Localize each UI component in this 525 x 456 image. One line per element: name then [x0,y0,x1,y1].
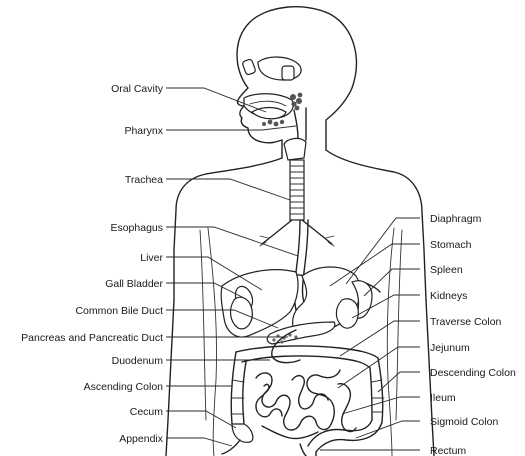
label-pancreas: Pancreas and Pancreatic Duct [21,332,163,344]
label-duodenum: Duodenum [112,355,164,367]
label-jejunum: Jejunum [430,342,470,354]
label-sigmoid-colon: Sigmoid Colon [430,416,498,428]
small-intestine [256,370,356,439]
label-cecum: Cecum [130,406,164,418]
head-internals [242,57,306,160]
label-oral-cavity: Oral Cavity [111,83,164,95]
label-esophagus: Esophagus [110,222,163,234]
labels-right: Diaphragm Stomach Spleen Kidneys Travers… [430,213,516,456]
large-intestine [222,346,384,456]
label-spleen: Spleen [430,264,463,276]
label-trachea: Trachea [125,174,163,186]
kidney-right [336,299,358,328]
label-appendix: Appendix [119,433,164,445]
label-liver: Liver [140,252,163,264]
label-rectum: Rectum [430,445,466,456]
label-pharynx: Pharynx [124,125,163,137]
trachea [260,160,334,246]
label-ascending-colon: Ascending Colon [84,381,164,393]
label-traverse-colon: Traverse Colon [430,316,502,328]
label-common-bile-duct: Common Bile Duct [75,305,163,317]
label-diaphragm: Diaphragm [430,213,482,225]
pancreas [267,322,335,344]
label-ileum: Ileum [430,392,456,404]
labels-left: Oral Cavity Pharynx Trachea Esophagus Li… [21,83,164,445]
label-stomach: Stomach [430,239,472,251]
label-descending-colon: Descending Colon [430,367,516,379]
label-gall-bladder: Gall Bladder [105,278,163,290]
label-kidneys: Kidneys [430,290,467,302]
